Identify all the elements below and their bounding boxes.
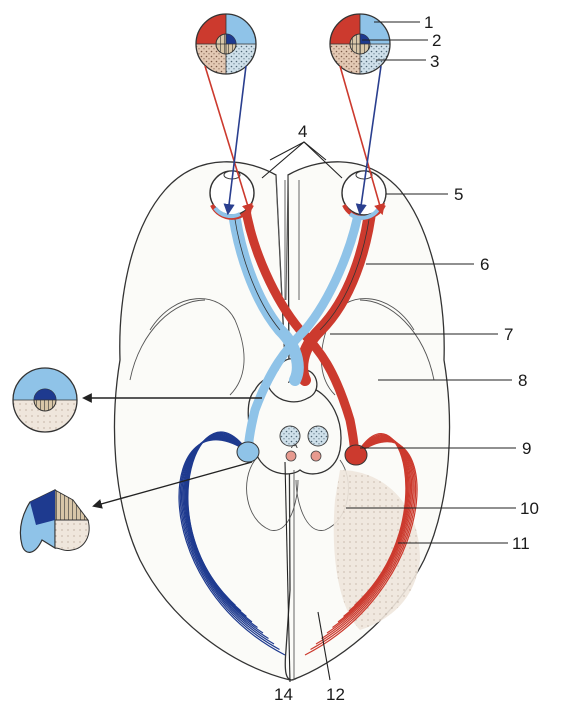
right-eyeball (342, 171, 386, 218)
right-visual-field (330, 14, 390, 74)
left-visual-field (196, 14, 256, 74)
label-11: 11 (512, 534, 530, 553)
left-inset-cortex-map (20, 490, 89, 552)
label-3: 3 (430, 52, 439, 71)
label-5: 5 (454, 185, 463, 204)
label-6: 6 (480, 255, 489, 274)
left-inset-field-disc (13, 368, 77, 432)
label-9: 9 (522, 439, 531, 458)
label-4: 4 (298, 122, 307, 141)
label-2: 2 (432, 31, 441, 50)
label-14: 14 (274, 685, 293, 704)
label-1: 1 (424, 13, 433, 32)
label-8: 8 (518, 371, 527, 390)
label-10: 10 (520, 499, 539, 518)
label-7: 7 (504, 325, 513, 344)
label-12: 12 (326, 685, 345, 704)
